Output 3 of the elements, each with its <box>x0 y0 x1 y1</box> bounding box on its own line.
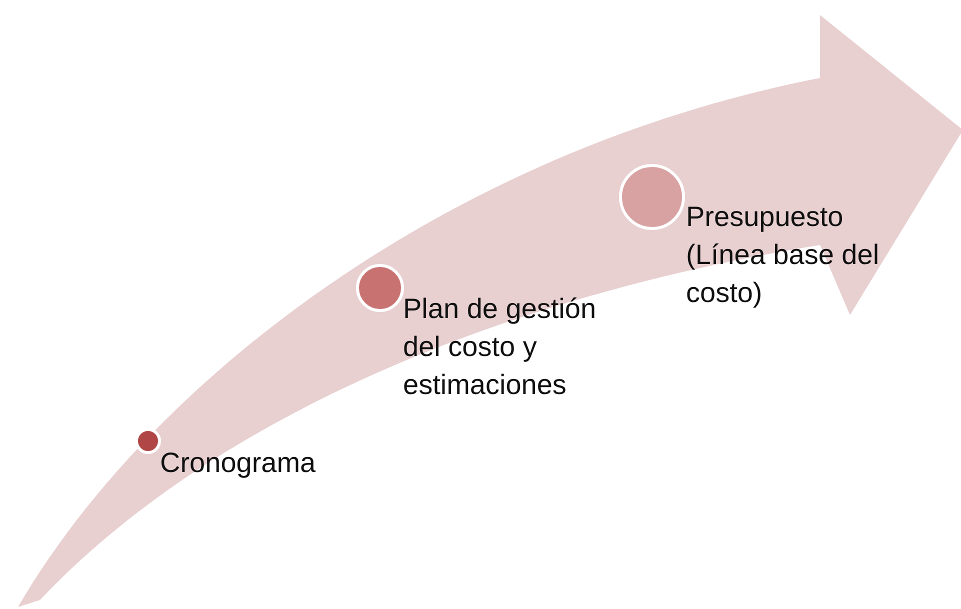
milestone-label: Cronograma <box>160 446 317 480</box>
milestone-label: Presupuesto (Línea base del costo) <box>686 200 880 310</box>
milestone-label: Plan de gestión del costo y estimaciones <box>403 292 598 402</box>
